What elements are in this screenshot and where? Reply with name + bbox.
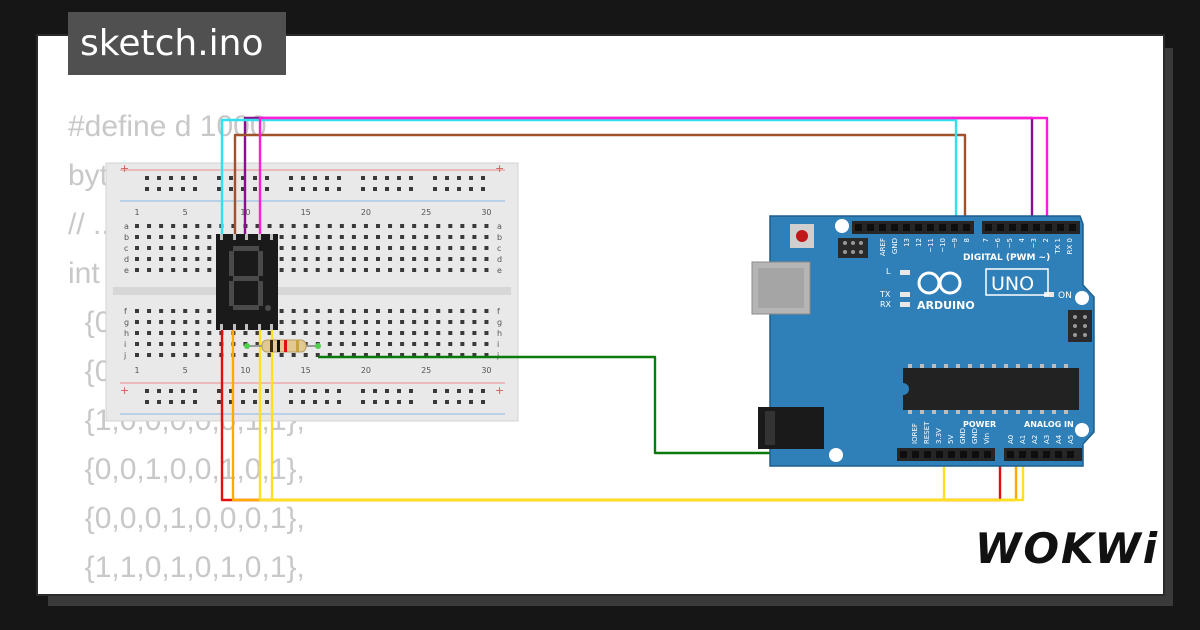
arduino-pin-label: ~3 [1030,238,1038,248]
code-line: {1,1,0,1,0,1,0,1}, [68,551,305,584]
bb-row-letter: b [124,233,129,242]
bb-col-number: 1 [134,366,139,375]
arduino-pin-label: 8 [963,238,971,242]
bb-row-letter: f [124,307,127,316]
power-label: POWER [963,420,996,429]
arduino-pin-label: 2 [1042,238,1050,242]
arduino-pin-label: A2 [1031,435,1039,444]
arduino-pin-label: AREF [879,238,887,256]
bb-col-number: 25 [421,366,431,375]
arduino-pin-label: ~6 [994,237,1002,248]
led-label-l: L [886,267,891,276]
arduino-pin-label: GND [891,238,899,254]
bb-row-letter: h [497,329,502,338]
svg-text:+: + [495,162,504,175]
bb-row-letter: g [124,318,129,327]
bb-col-number: 20 [361,366,371,375]
bb-row-letter: a [124,222,129,231]
bb-row-letter: i [497,340,499,349]
arduino-pin-label: ~5 [1006,238,1014,248]
wire-magenta [258,116,1049,238]
bb-row-letter: d [497,255,502,264]
led-label-tx: TX [879,290,891,299]
arduino-pin-label: 7 [982,238,990,242]
arduino-pin-label: A1 [1019,435,1027,444]
bb-row-letter: i [124,340,126,349]
code-line: #define d 1000 [68,110,267,143]
bb-row-letter: h [124,329,129,338]
arduino-pin-label: IOREF [911,423,919,444]
arduino-pin-label: GND [971,428,979,444]
arduino-pin-label: RESET [923,421,931,444]
bb-col-number: 25 [421,208,431,217]
arduino-pin-label: ~9 [951,238,959,248]
bb-col-number: 1 [134,208,139,217]
arduino-pin-label: ~10 [939,238,947,253]
arduino-pin-label: A4 [1055,434,1063,444]
arduino-pin-label: 3.3V [935,428,943,444]
arduino-pin-label: GND [959,428,967,444]
svg-text:+: + [495,384,504,397]
arduino-pin-label: Vin [983,433,991,444]
bb-row-letter: c [497,244,501,253]
bb-col-number: 10 [240,366,250,375]
bb-row-letter: a [497,222,502,231]
bb-row-letter: j [496,351,499,360]
wire-cyan [220,118,958,238]
file-name-chip[interactable]: sketch.ino [68,12,286,75]
svg-text:+: + [120,384,129,397]
bb-row-letter: d [124,255,129,264]
arduino-pin-label: 5V [947,435,955,444]
bb-row-letter: b [497,233,502,242]
arduino-brand: ARDUINO [917,299,975,312]
bb-row-letter: g [497,318,502,327]
code-line: {0,0,0,1,0,0,0,1}, [68,502,305,535]
arduino-pin-label: A3 [1043,435,1051,444]
arduino-pin-label: RX 0 [1066,238,1074,254]
wire-green [318,355,838,455]
arduino-uno-board[interactable]: DIGITAL (PWM ~) L TX RX ON ARDUINO UNO P… [751,215,1095,467]
led-label-rx: RX [880,300,892,309]
bb-row-letter: j [123,351,126,360]
bb-row-letter: f [497,307,500,316]
analog-label: ANALOG IN [1024,420,1074,429]
arduino-model: UNO [991,273,1034,295]
arduino-pin-label: A5 [1067,435,1075,444]
bb-col-number: 5 [183,208,188,217]
code-line: {0,0,1,0,0,1,0,1}, [68,453,305,486]
arduino-pin-label: TX 1 [1054,238,1062,255]
wokwi-logo: WOKWi [975,524,1160,573]
arduino-pin-label: 4 [1018,237,1026,242]
wire-brown [233,133,967,238]
bb-col-number: 20 [361,208,371,217]
arduino-pin-label: 13 [903,238,911,247]
bb-col-number: 15 [301,208,311,217]
on-label: ON [1058,291,1072,301]
bb-col-number: 30 [481,366,491,375]
bb-col-number: 30 [481,208,491,217]
seven-segment-display[interactable] [216,234,278,330]
bb-col-number: 5 [183,366,188,375]
bb-row-letter: e [124,266,129,275]
bb-row-letter: c [124,244,128,253]
arduino-pin-label: 12 [915,238,923,247]
resistor[interactable] [244,339,321,353]
arduino-infinity-logo [917,271,962,295]
svg-text:+: + [120,162,129,175]
digital-label: DIGITAL (PWM ~) [963,253,1050,263]
bb-row-letter: e [497,266,502,275]
arduino-pin-label: ~11 [927,238,935,253]
arduino-pin-label: A0 [1007,435,1015,444]
bb-col-number: 15 [301,366,311,375]
